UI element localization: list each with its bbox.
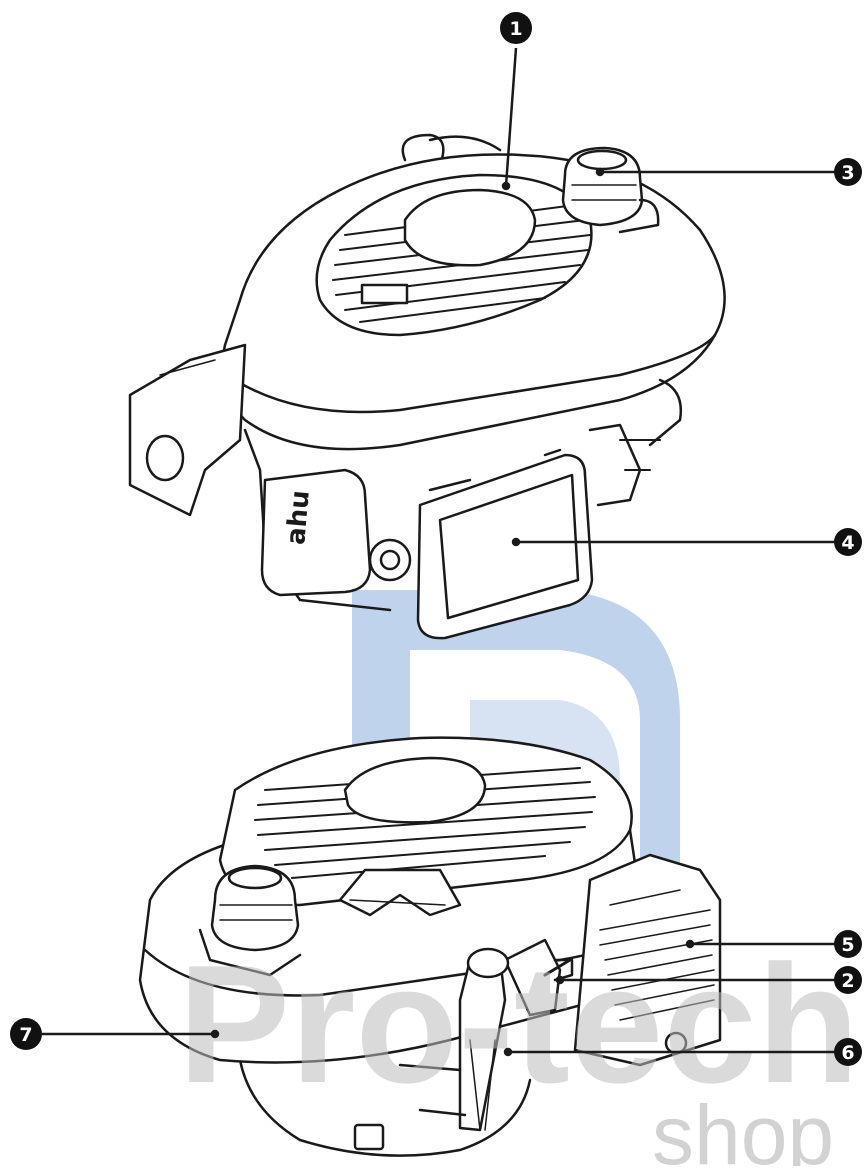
top-engine-illustration: ahu [128,133,726,640]
bottom-engine-illustration [138,736,722,1157]
oil-dipstick [458,947,510,1132]
fuel-cap-bottom [210,864,300,952]
svg-text:1: 1 [509,18,522,40]
engine-brand-label: ahu [281,489,316,546]
callout-7: 7 [10,1018,42,1050]
callout-5: 5 [834,930,862,958]
svg-text:7: 7 [19,1024,32,1046]
recoil-cover: ahu [260,468,372,597]
muffler [573,853,722,1067]
throttle-lever [503,938,574,1017]
svg-text:4: 4 [841,532,854,554]
callout-3: 3 [834,158,862,186]
watermark-line2: shop [652,1088,834,1166]
callout-2: 2 [834,966,862,994]
muffler-top [128,343,247,517]
callout-4: 4 [834,528,862,556]
svg-text:3: 3 [841,162,854,184]
svg-text:6: 6 [841,1042,854,1064]
air-filter [416,448,594,640]
leader-1 [504,47,518,187]
callout-badges: 1 3 4 5 2 6 7 [10,12,862,1066]
svg-text:2: 2 [841,970,854,992]
svg-text:5: 5 [841,934,854,956]
watermark-line1: Pro-tech [178,930,859,1118]
callout-6: 6 [834,1038,862,1066]
watermark-text: Pro-tech shop [178,930,859,1171]
callout-leaders [42,47,838,1057]
callout-1: 1 [500,12,532,44]
fuel-cap [561,146,644,227]
